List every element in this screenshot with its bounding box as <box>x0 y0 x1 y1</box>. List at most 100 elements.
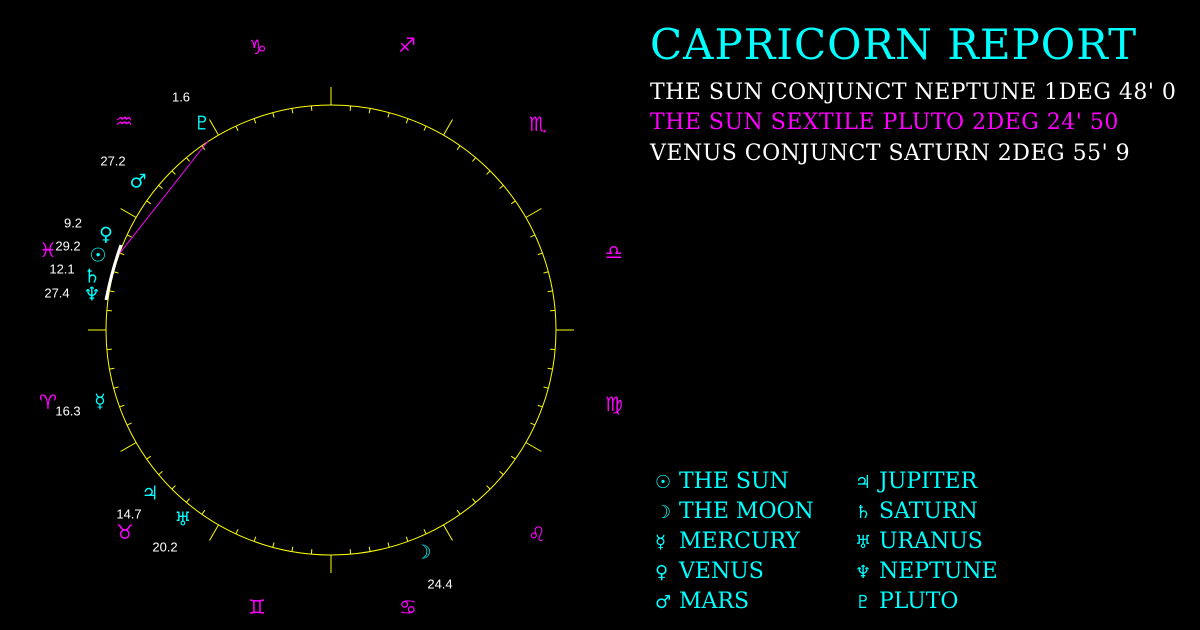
legend-icon: ♆ <box>855 562 872 583</box>
major-tick <box>209 119 219 136</box>
sign-gemini: ♊ <box>248 595 266 619</box>
minor-tick <box>547 290 553 293</box>
legend-label: PLUTO <box>879 589 959 614</box>
major-tick <box>120 442 137 452</box>
legend-item: ♆ NEPTUNE <box>855 559 998 584</box>
legend-label: SATURN <box>879 499 978 524</box>
degree-sun: 29.2 <box>55 238 81 254</box>
minor-tick <box>146 455 152 460</box>
minor-tick <box>423 529 427 535</box>
minor-tick <box>253 118 257 124</box>
minor-tick <box>499 471 504 476</box>
report-title: CAPRICORN REPORT <box>650 20 1138 69</box>
sign-capricorn: ♑ <box>249 35 267 59</box>
degree-jupiter: 14.7 <box>116 506 142 522</box>
legend-label: NEPTUNE <box>879 559 998 584</box>
legend-item: ☿MERCURY <box>655 529 800 554</box>
minor-tick <box>253 536 257 542</box>
legend-label: THE SUN <box>679 469 789 494</box>
planet-moon-icon: ☽ <box>414 541 432 564</box>
minor-tick <box>405 536 409 542</box>
minor-tick <box>201 145 206 151</box>
minor-tick <box>530 422 536 426</box>
minor-tick <box>456 145 461 151</box>
sign-pisces: ♓ <box>39 238 57 262</box>
minor-tick <box>472 157 477 162</box>
major-tick <box>525 208 542 218</box>
minor-tick <box>387 542 390 548</box>
minor-tick <box>543 271 549 274</box>
legend-label: VENUS <box>679 559 764 584</box>
sign-scorpio: ♏ <box>529 112 547 136</box>
legend-item: ♄ SATURN <box>855 499 978 524</box>
minor-tick <box>272 542 275 548</box>
legend-item: ☉THE SUN <box>655 469 789 494</box>
major-tick <box>443 524 453 541</box>
sign-sagittarius: ♐ <box>398 33 416 57</box>
major-tick <box>525 442 542 452</box>
degree-mars: 27.2 <box>100 153 126 169</box>
minor-tick <box>171 485 176 490</box>
minor-tick <box>486 485 491 490</box>
minor-tick <box>113 271 119 274</box>
degree-pluto: 1.6 <box>171 89 191 105</box>
minor-tick <box>456 509 461 515</box>
sign-virgo: ♍ <box>605 392 623 416</box>
legend-icon: ♄ <box>855 502 872 523</box>
aspect-line-3: VENUS CONJUNCT SATURN 2DEG 55' 9 <box>650 141 1131 166</box>
minor-tick <box>423 125 427 131</box>
aspect-line-1: THE SUN CONJUNCT NEPTUNE 1DEG 48' 0 <box>650 80 1177 105</box>
legend-label: MARS <box>679 589 750 614</box>
aspect-line-2: THE SUN SEXTILE PLUTO 2DEG 24' 50 <box>650 110 1119 135</box>
planet-pluto-icon: ♇ <box>193 112 211 135</box>
degree-neptune: 27.4 <box>44 285 70 301</box>
legend-icon: ♃ <box>855 472 872 493</box>
legend-label: JUPITER <box>879 469 978 494</box>
aspect-line-conjunct <box>104 244 123 301</box>
degree-mercury: 16.3 <box>55 403 81 419</box>
planet-jupiter-icon: ♃ <box>141 482 159 505</box>
legend-item: ☽THE MOON <box>655 499 814 524</box>
legend-label: URANUS <box>879 529 983 554</box>
minor-tick <box>109 290 115 293</box>
minor-tick <box>158 471 163 476</box>
minor-tick <box>119 252 125 256</box>
minor-tick <box>119 404 125 408</box>
degree-uranus: 20.2 <box>152 539 178 555</box>
planet-mercury-icon: ☿ <box>94 390 106 413</box>
major-tick <box>443 119 453 136</box>
wheel-ticks <box>88 87 574 573</box>
minor-tick <box>158 184 163 189</box>
sign-cancer: ♋ <box>399 595 417 619</box>
minor-tick <box>547 367 553 370</box>
sign-aries: ♈ <box>39 390 57 414</box>
minor-tick <box>185 498 190 503</box>
legend-label: THE MOON <box>679 499 814 524</box>
minor-tick <box>387 112 390 118</box>
planet-venus-icon: ♀ <box>99 223 113 246</box>
minor-tick <box>530 234 536 238</box>
minor-tick <box>146 200 152 205</box>
minor-tick <box>235 529 239 535</box>
minor-tick <box>510 455 516 460</box>
planet-mars-icon: ♂ <box>129 170 147 193</box>
legend-icon: ♅ <box>855 532 872 553</box>
degree-saturn: 12.1 <box>49 261 75 277</box>
minor-tick <box>272 112 275 118</box>
minor-tick <box>291 108 294 114</box>
minor-tick <box>201 509 206 515</box>
planet-neptune-icon: ♆ <box>83 283 101 306</box>
minor-tick <box>126 422 132 426</box>
degree-moon: 24.4 <box>427 576 453 592</box>
minor-tick <box>537 252 543 256</box>
major-tick <box>209 524 219 541</box>
planet-sun-icon: ☉ <box>89 244 107 267</box>
minor-tick <box>113 386 119 389</box>
major-tick <box>120 208 137 218</box>
legend-item: ♃ JUPITER <box>855 469 977 494</box>
minor-tick <box>472 498 477 503</box>
legend-icon: ♇ <box>855 592 872 613</box>
legend-icon: ♂ <box>655 592 672 613</box>
minor-tick <box>543 386 549 389</box>
